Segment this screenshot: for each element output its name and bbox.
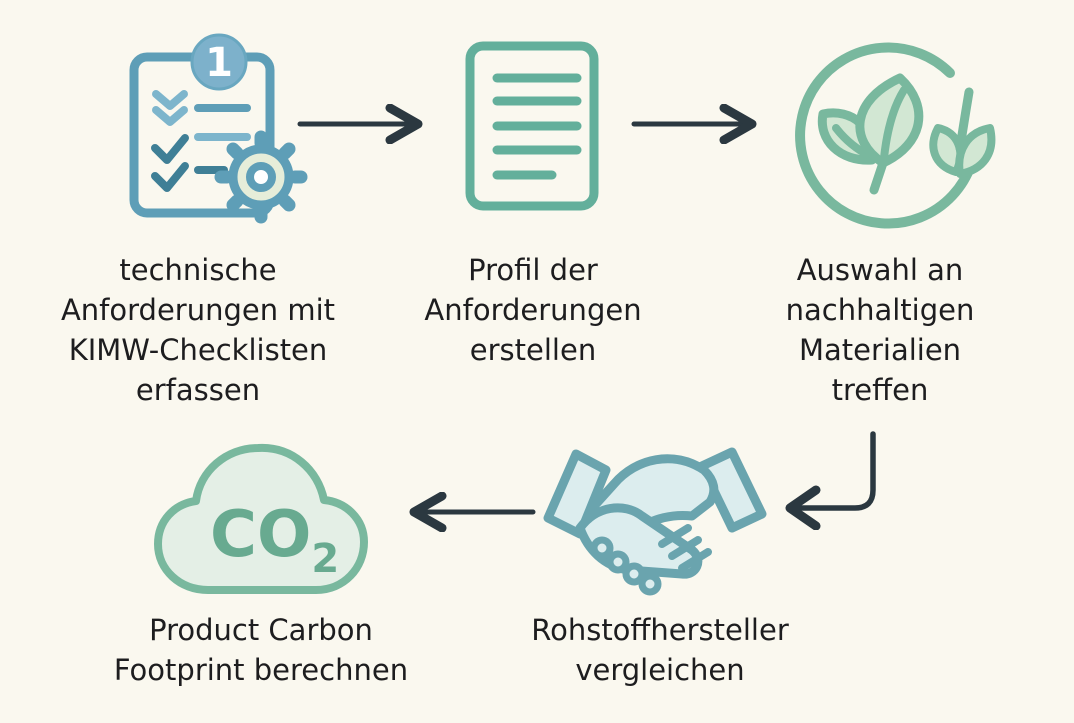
document-lines-icon: [465, 41, 599, 211]
arrow-step4-to-step5: [409, 492, 536, 532]
co2-label: CO2: [210, 498, 339, 582]
arrow-step2-to-step3: [631, 104, 757, 144]
checklist-row-1: [152, 90, 251, 126]
left-sleeve: [543, 449, 611, 539]
step3-label: Auswahl an nachhaltigen Materialien tref…: [785, 253, 975, 407]
plant-stem: [869, 155, 889, 195]
step1-label: technische Anforderungen mit KIMW-Checkl…: [60, 253, 336, 407]
step-number: 1: [205, 40, 233, 86]
co2-cloud-icon: CO2: [154, 443, 368, 594]
cloud-outline: [154, 443, 368, 594]
checklist-gear-icon: 1: [129, 33, 308, 224]
step5-label: Product Carbon Footprint berechnen: [113, 613, 409, 687]
checklist-row-3: [151, 162, 228, 192]
document-text-lines: [492, 73, 582, 180]
arrow-step1-to-step2: [297, 104, 423, 144]
eco-leaf-circle-icon: [795, 42, 996, 229]
step4-label: Rohstoffhersteller vergleichen: [531, 613, 789, 687]
knuckles: [590, 536, 662, 596]
document-outline: [465, 41, 599, 211]
handshake-icon: [543, 447, 767, 596]
step2-label: Profil der Anforderungen erstellen: [424, 253, 642, 367]
checklist-row-2: [151, 133, 251, 164]
main-leaf: [855, 73, 924, 168]
gear-icon: [214, 130, 308, 224]
arrow-step3-to-step4: [785, 431, 876, 530]
step-number-badge: 1: [190, 33, 248, 91]
sprout-leaves: [929, 87, 996, 178]
circle-arc: [795, 42, 976, 229]
finger-lines: [658, 524, 712, 572]
